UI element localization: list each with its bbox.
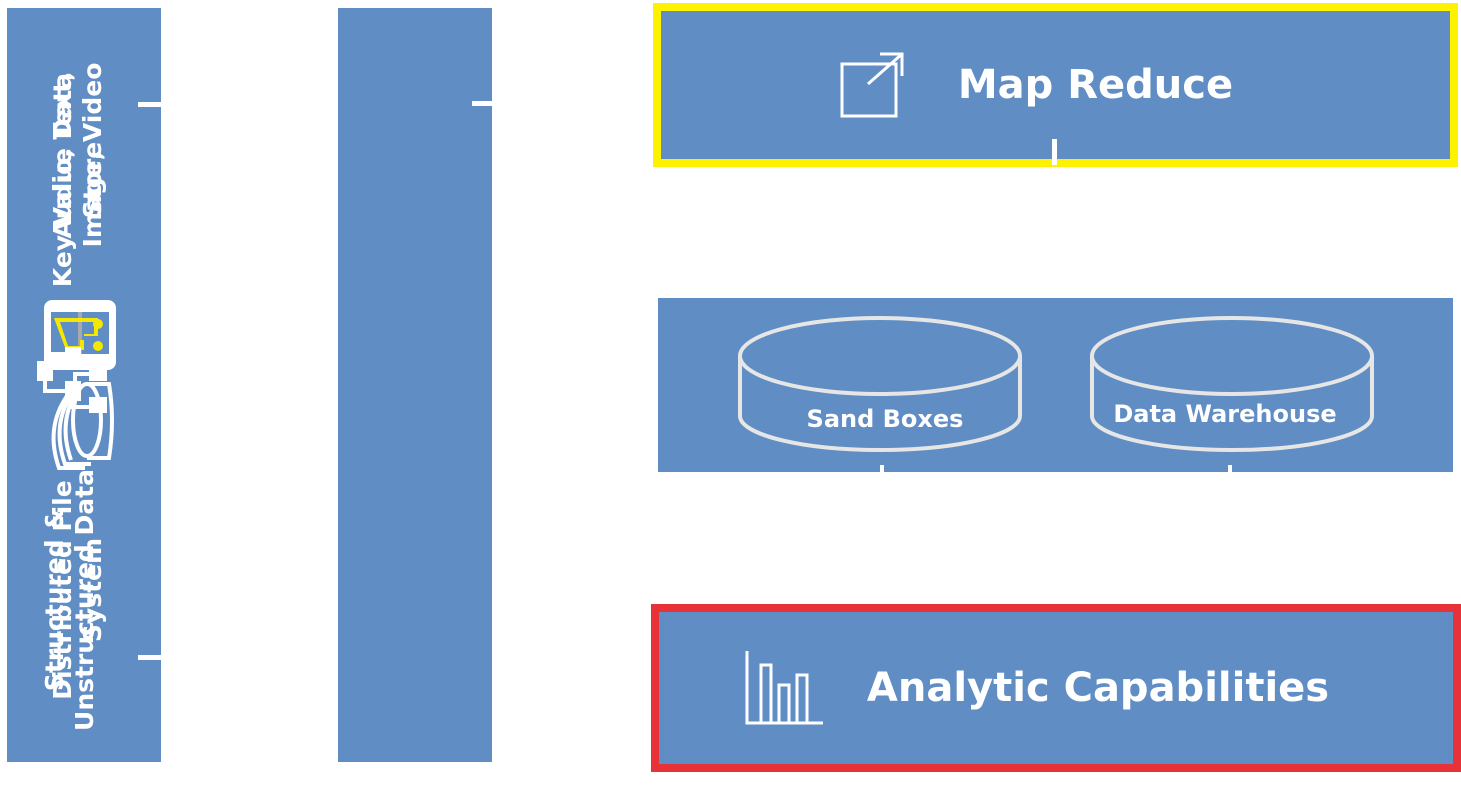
key-value-data-store-label: Key Value Data Store: [48, 5, 108, 355]
storage-column: [338, 8, 492, 762]
data-warehouse-cylinder-icon: [1090, 316, 1374, 452]
data-warehouse-label: Data Warehouse: [1113, 400, 1337, 428]
bar-chart-icon: [745, 651, 823, 725]
sand-boxes-cylinder-icon: [738, 316, 1022, 452]
hierarchy-tree-icon: [37, 347, 107, 413]
external-link-icon: [840, 52, 904, 118]
distributed-file-system-label: Distributed File System: [48, 415, 108, 765]
map-reduce-label: Map Reduce: [957, 62, 1234, 108]
analytic-capabilities-label: Analytic Capabilities: [866, 665, 1330, 711]
connector-tick: [138, 102, 161, 107]
connector-tick: [138, 655, 161, 660]
connector-tick: [1228, 465, 1232, 477]
sand-boxes-label: Sand Boxes: [806, 405, 964, 433]
analytic-capabilities-box: Analytic Capabilities: [651, 604, 1461, 772]
database-stack-icon: [51, 382, 114, 470]
label-line: Store: [78, 141, 107, 219]
label-line: System: [78, 537, 107, 643]
label-line: Distributed File: [48, 480, 77, 700]
connector-tick: [880, 465, 884, 477]
label-line: Key Value Data: [48, 72, 77, 288]
connector-tick: [1052, 139, 1057, 165]
connector-tick: [472, 101, 492, 106]
